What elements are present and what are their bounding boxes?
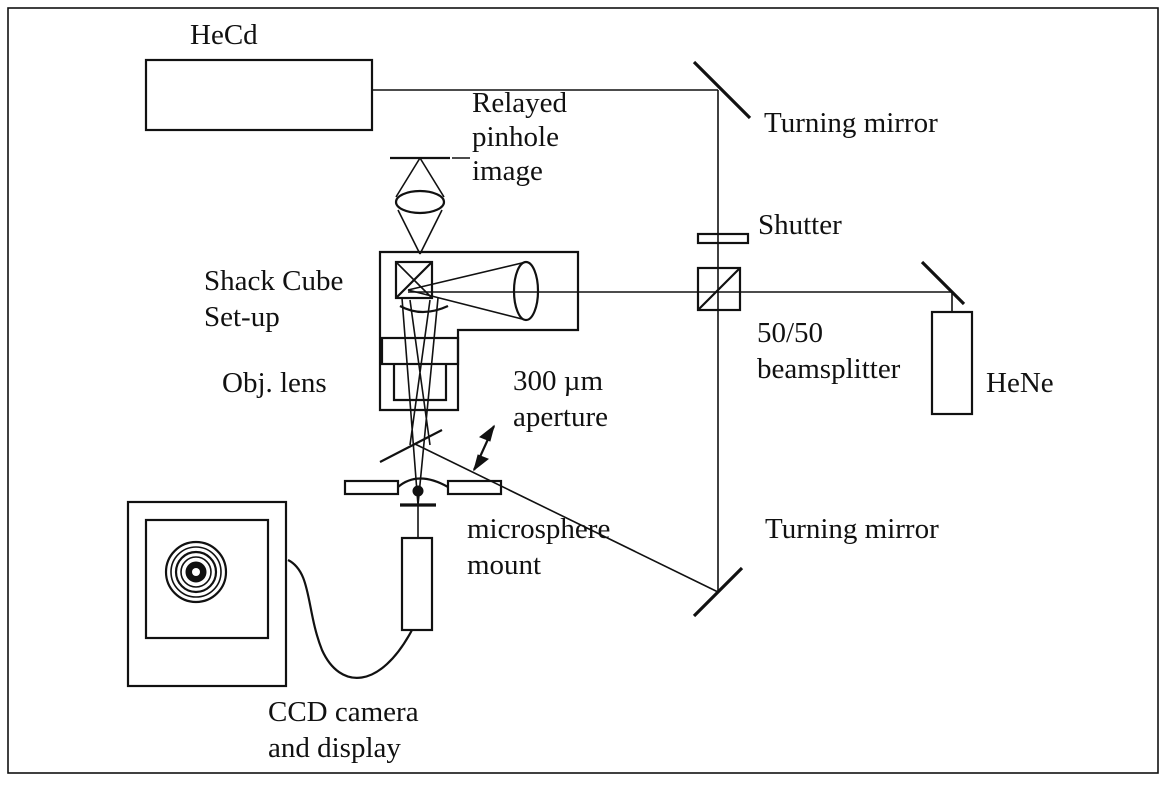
shack-cube-prism (394, 260, 434, 300)
ccd-camera (400, 536, 434, 632)
ccd-label-line2: and display (268, 732, 401, 764)
aperture-label-line1: 300 µm (513, 365, 603, 397)
diagram-frame (7, 7, 1159, 774)
relayed-pinhole-label-line2: pinhole (472, 121, 559, 153)
microsphere-label-line2: mount (467, 549, 541, 581)
hene-laser (930, 310, 974, 416)
objective-beam-cone (401, 297, 439, 506)
turning-mirror-hene (920, 260, 966, 306)
beamsplitter-cube (696, 266, 742, 312)
relayed-pinhole-label-line3: image (472, 155, 543, 187)
relay-lines-bottom (397, 209, 443, 255)
turning-mirror-bottom-label: Turning mirror (765, 513, 939, 545)
ccd-label-line1: CCD camera (268, 696, 419, 728)
hecd-laser (144, 58, 374, 132)
beam-to-aperture (414, 443, 719, 593)
shutter-label: Shutter (758, 209, 842, 241)
relay-lens (394, 189, 446, 215)
shack-cube-housing (378, 250, 580, 412)
shack-cube-label-line1: Shack Cube (204, 265, 343, 297)
shack-lens (512, 260, 540, 322)
beamsplitter-label-line1: 50/50 (757, 317, 823, 349)
aperture-plate (379, 429, 443, 463)
relay-lines-top (395, 157, 445, 198)
objective-lens (380, 336, 460, 402)
microsphere-label-line1: microsphere (467, 513, 610, 545)
turning-mirror-top-label: Turning mirror (764, 107, 938, 139)
hene-label: HeNe (986, 367, 1054, 399)
shack-curved-surface (399, 305, 449, 314)
shutter (696, 232, 750, 245)
ccd-display (126, 500, 288, 688)
ccd-display-screen (144, 518, 270, 640)
hecd-label: HeCd (190, 19, 258, 51)
turning-mirror-top (692, 60, 752, 120)
shack-focus-cone (407, 261, 527, 321)
relayed-pinhole-label-line1: Relayed (472, 87, 568, 119)
aperture-arrowhead-top (479, 424, 495, 442)
interference-rings (164, 540, 228, 604)
aperture-arrowhead-bottom (473, 454, 489, 472)
ccd-cable (287, 559, 413, 679)
obj-lens-label: Obj. lens (222, 367, 327, 399)
shack-cube-label-line2: Set-up (204, 301, 280, 333)
microsphere-mount (343, 477, 503, 507)
beamsplitter-label-line2: beamsplitter (757, 353, 901, 385)
aperture-label-line2: aperture (513, 401, 608, 433)
